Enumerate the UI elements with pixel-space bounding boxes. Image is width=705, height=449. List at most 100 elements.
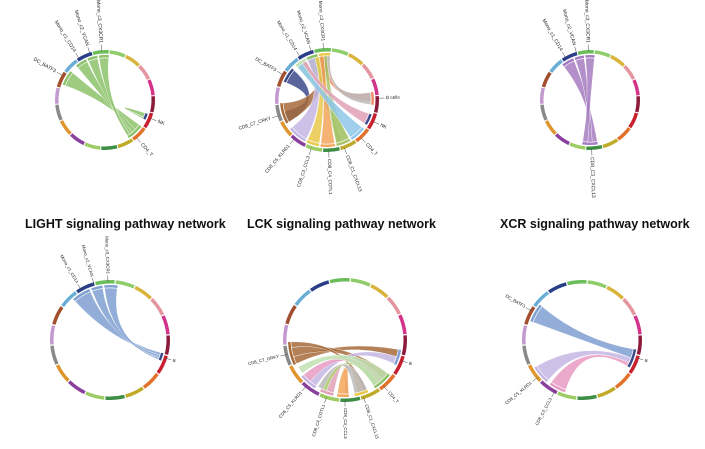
sector-label: CD8_C1_CXCL13: [364, 404, 380, 440]
ring-segment: [285, 305, 296, 324]
ring-segment: [134, 286, 152, 300]
sector-label: NK: [157, 119, 166, 127]
ring-segment: [623, 65, 635, 80]
sector-label: Mono_c1_CD14: [59, 254, 79, 284]
ring-segment: [557, 391, 576, 399]
label-leader: [272, 116, 278, 118]
chord-link: [537, 351, 631, 380]
label-leader: [76, 53, 79, 59]
ring-segment: [402, 335, 407, 355]
ring-segment: [116, 280, 135, 288]
sector-label: B cells: [386, 95, 401, 101]
ring-segment: [143, 373, 159, 389]
sector-label: CD8_C3_CCL3: [343, 408, 348, 439]
ring-segment: [275, 87, 280, 104]
sector-label: CD8_C3_CCL3: [534, 396, 553, 426]
ring-segment: [632, 79, 639, 95]
ring-segment: [603, 138, 619, 148]
sector-label: CD8_C7_GRKY: [248, 354, 280, 367]
ring-segment: [125, 387, 144, 398]
sector-label: Mono_c2_VCAN: [73, 10, 90, 48]
sector-label: Mono_c3_CX3CR1: [104, 236, 110, 275]
title-xcr: XCR signaling pathway network: [500, 217, 690, 231]
sector-arc: [337, 394, 349, 397]
label-leader: [150, 118, 156, 120]
label-leader: [277, 71, 283, 74]
ring-segment: [398, 314, 406, 334]
ring-segment: [635, 96, 640, 112]
sector-label: CD8_C4_COTL1: [327, 159, 333, 195]
ring-segment: [101, 145, 117, 150]
sector-label: Mono_c1_CD14: [541, 18, 564, 52]
ring-segment: [125, 55, 140, 67]
ring-segment: [540, 88, 545, 104]
sector-label: DC_BATF3: [254, 56, 277, 72]
ring-segment: [332, 48, 349, 56]
ring-segment: [95, 280, 115, 285]
ring-segment: [64, 59, 78, 73]
sector-label: CD4_T: [387, 390, 400, 404]
chord-link: [533, 307, 633, 358]
ring-segment: [637, 335, 642, 355]
ring-segment: [52, 306, 63, 325]
ring-segment: [56, 364, 70, 382]
ring-segment: [597, 387, 616, 398]
label-leader: [361, 138, 365, 143]
ring-segment: [93, 50, 109, 55]
sector-label: Mono_c1_CD14: [276, 20, 298, 52]
sector-label: Mono_c1_CD14: [53, 20, 77, 54]
sector-label: Mono_c2_VCAN: [296, 10, 312, 45]
ring-segment: [633, 315, 641, 334]
sector-arc: [104, 285, 117, 288]
ring-segment: [628, 113, 638, 129]
sector-label: Mono_c3_CX3CR1: [95, 0, 104, 44]
label-leader: [344, 148, 346, 154]
ring-segment: [105, 395, 125, 400]
ring-segment: [68, 380, 86, 394]
sector-arc: [371, 92, 374, 105]
ring-segment: [595, 50, 611, 57]
label-leader: [88, 47, 90, 53]
sector-label: B: [644, 358, 648, 364]
ring-segment: [150, 96, 155, 112]
ring-segment: [577, 395, 597, 400]
ring-segment: [555, 133, 570, 145]
ring-segment: [610, 55, 625, 67]
ring-segment: [522, 346, 530, 365]
ring-segment: [540, 105, 547, 121]
ring-segment: [295, 290, 311, 306]
ring-segment: [545, 120, 557, 135]
ring-segment: [586, 145, 602, 150]
ring-segment: [314, 48, 331, 53]
sector-label: CD4_T: [139, 142, 154, 158]
ring-segment: [370, 284, 388, 298]
label-leader: [290, 139, 294, 144]
sector-label: B: [172, 358, 176, 364]
sector-label: CD8_C3_CXCL13: [589, 157, 596, 198]
sector-label: CD8_C3_CCL3: [296, 155, 311, 188]
sector-label: Mono_c3_CX3CR1: [318, 1, 326, 42]
sector-label: CD8_C7_CRKY: [238, 115, 272, 130]
ring-segment: [351, 278, 371, 286]
label-leader: [309, 45, 311, 51]
sector-label: CD8_C5_KLRD1: [264, 143, 291, 174]
label-leader: [136, 138, 140, 143]
ring-segment: [615, 373, 631, 389]
label-leader: [575, 47, 577, 53]
ring-segment: [70, 133, 85, 145]
title-light: LIGHT signaling pathway network: [25, 217, 226, 231]
ring-segment: [549, 59, 563, 73]
sector-label: Mono_c2_VCAN: [81, 244, 95, 277]
label-leader: [57, 72, 63, 75]
ring-segment: [374, 96, 379, 113]
ring-segment: [522, 325, 527, 345]
ring-segment: [323, 147, 340, 152]
sector-label: CD8_C1_CXCL13: [345, 154, 363, 192]
sector-arc: [320, 144, 335, 147]
ring-segment: [84, 142, 100, 149]
sector-arc: [582, 142, 598, 145]
